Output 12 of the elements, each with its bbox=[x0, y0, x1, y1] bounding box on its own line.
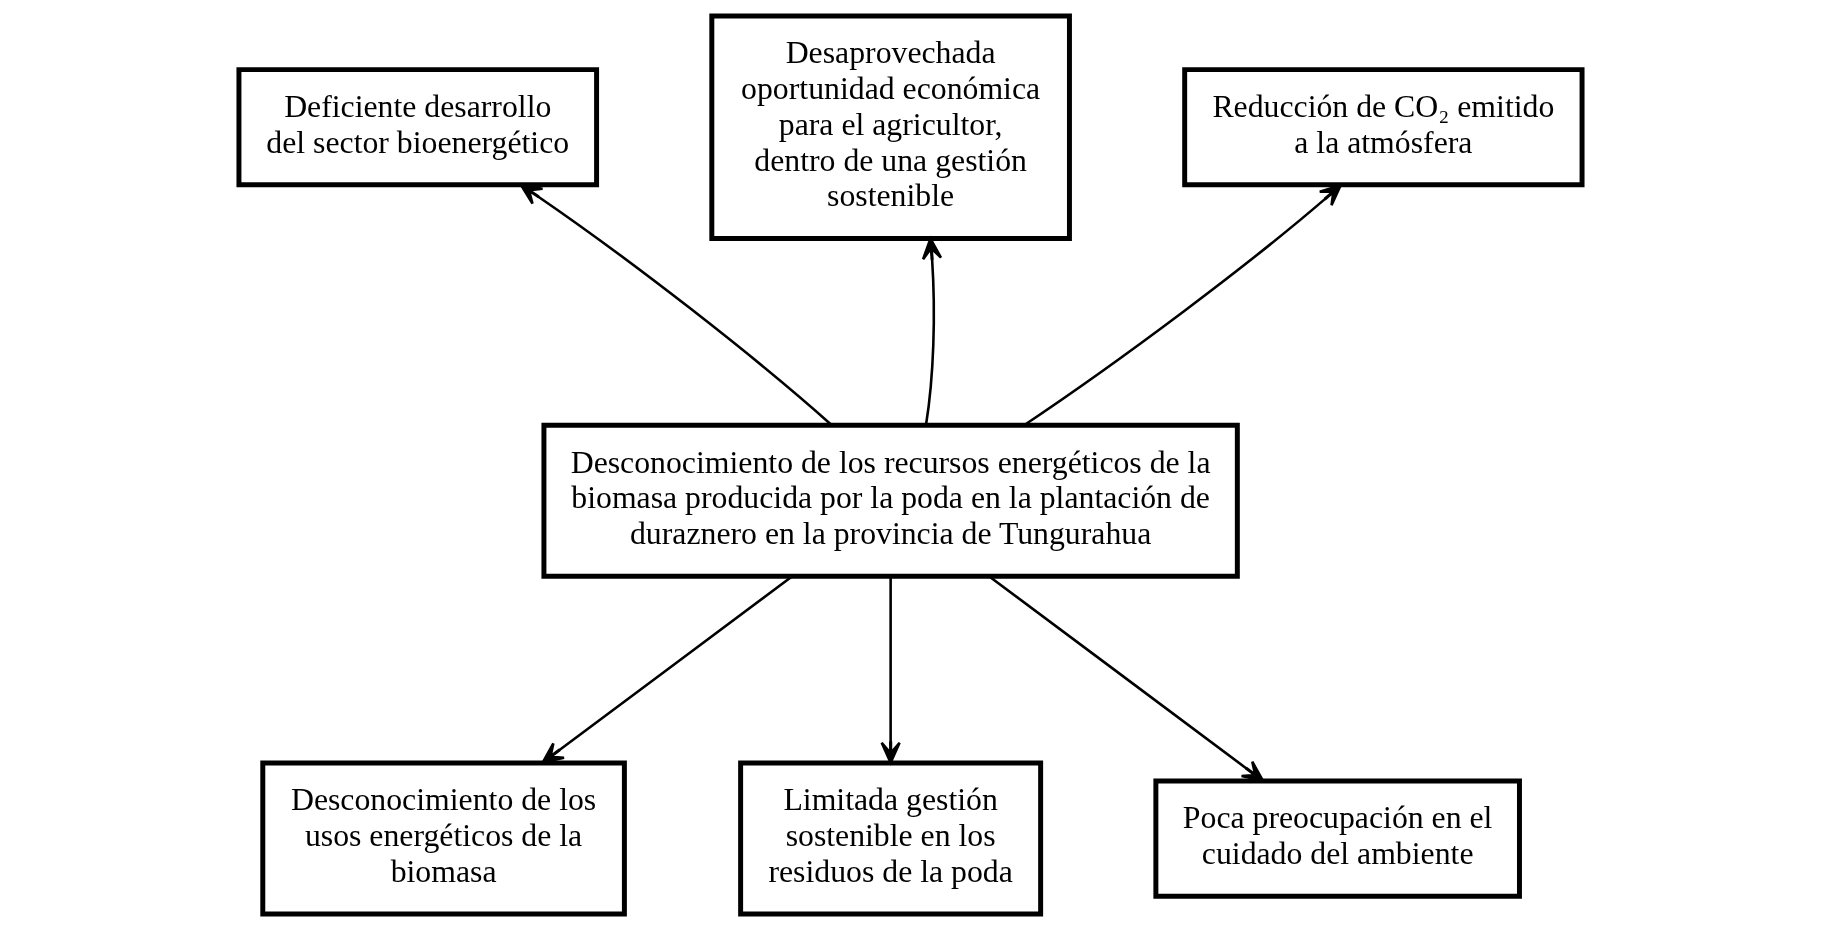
node-box: Poca preocupación en el cuidado del ambiente bbox=[1153, 778, 1522, 899]
node-box: Desaprovechada oportunidad económica para el agricultor, dentro de una gestión sostenible bbox=[709, 13, 1072, 241]
node-box: Limitada gestión sostenible en los residuos de la poda bbox=[738, 760, 1044, 917]
arrow bbox=[541, 575, 793, 764]
node-box: Reducción de CO₂ emitido a la atmósfera bbox=[1182, 67, 1585, 188]
node-box: Deficiente desarrollo del sector bioenergético bbox=[236, 67, 600, 188]
node-box: Desconocimiento de los usos energéticos de la biomasa bbox=[260, 760, 627, 917]
arrow bbox=[880, 576, 901, 764]
arrow bbox=[921, 237, 943, 425]
node-box: Desconocimiento de los recursos energéticos de la biomasa producida por la poda en la plantación de duraznero en la provincia de Tungurahua bbox=[541, 422, 1240, 579]
arrow bbox=[1023, 184, 1342, 427]
arrow bbox=[988, 575, 1265, 782]
